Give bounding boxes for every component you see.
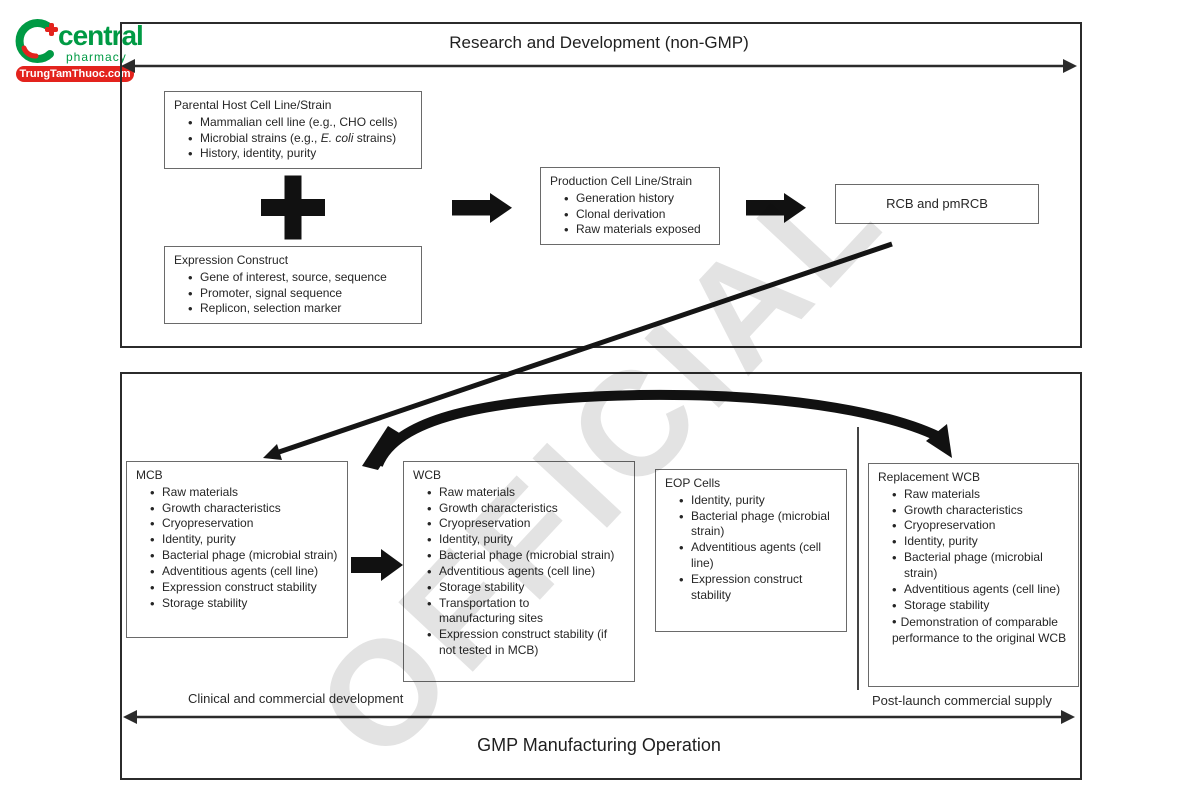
expression-construct-box: Expression Construct Gene of interest, s…: [164, 246, 422, 325]
box-title: Production Cell Line/Strain: [550, 174, 693, 188]
box-title: Parental Host Cell Line/Strain: [174, 98, 332, 112]
bullet-item: Microbial strains (e.g., E. coli strains…: [188, 130, 412, 147]
bullet-item: Identity, purity: [427, 531, 625, 548]
pharmacy-c-icon: [15, 19, 58, 63]
bullet-item: Adventitious agents (cell line): [679, 539, 837, 572]
bullet-item: Growth characteristics: [892, 502, 1069, 519]
bullet-item: Expression construct stability: [150, 579, 338, 596]
bullet-list: Identity, purityBacterial phage (microbi…: [665, 492, 837, 604]
mcb-box: MCB Raw materialsGrowth characteristicsC…: [126, 461, 348, 638]
box-title: Expression Construct: [174, 253, 289, 267]
bullet-item: Generation history: [564, 190, 710, 207]
bullet-item: Growth characteristics: [150, 500, 338, 517]
bullet-item: Cryopreservation: [150, 515, 338, 532]
bullet-item: Gene of interest, source, sequence: [188, 269, 412, 286]
bullet-list: Raw materialsGrowth characteristicsCryop…: [136, 484, 338, 612]
bullet-item: Raw materials: [892, 486, 1069, 503]
central-pharmacy-logo: central pharmacy TrungTamThuoc.com: [10, 14, 180, 90]
rcb-box: RCB and pmRCB: [835, 184, 1039, 224]
bullet-item: History, identity, purity: [188, 145, 412, 162]
bullet-list: Raw materialsGrowth characteristicsCryop…: [413, 484, 625, 659]
bullet-item: Demonstration of comparable performance …: [892, 613, 1069, 647]
bullet-item: Mammalian cell line (e.g., CHO cells): [188, 114, 412, 131]
bullet-item: Bacterial phage (microbial strain): [679, 508, 837, 541]
bullet-list: Raw materialsGrowth characteristicsCryop…: [878, 486, 1069, 647]
brand-subtitle: pharmacy: [66, 50, 127, 64]
bullet-item: Expression construct stability (if not t…: [427, 626, 625, 659]
bullet-item: Adventitious agents (cell line): [892, 581, 1069, 598]
brand-name: central: [58, 20, 144, 51]
bullet-item: Cryopreservation: [892, 517, 1069, 534]
bullet-item: Raw materials: [427, 484, 625, 501]
box-title: WCB: [413, 468, 441, 482]
bullet-item: Adventitious agents (cell line): [427, 563, 625, 580]
bullet-list: Generation historyClonal derivationRaw m…: [550, 190, 710, 239]
bullet-item: Replicon, selection marker: [188, 300, 412, 317]
bullet-item: Transportation to manufacturing sites: [427, 595, 625, 628]
bullet-item: Identity, purity: [150, 531, 338, 548]
bullet-item: Growth characteristics: [427, 500, 625, 517]
bullet-item: Storage stability: [892, 597, 1069, 614]
bullet-item: Bacterial phage (microbial strain): [150, 547, 338, 564]
eop-cells-box: EOP Cells Identity, purityBacterial phag…: [655, 469, 847, 632]
gmp-title: GMP Manufacturing Operation: [477, 735, 721, 755]
box-title: MCB: [136, 468, 163, 482]
wcb-box: WCB Raw materialsGrowth characteristicsC…: [403, 461, 635, 682]
bullet-item: Raw materials: [150, 484, 338, 501]
bullet-item: Storage stability: [150, 595, 338, 612]
replacement-wcb-box: Replacement WCB Raw materialsGrowth char…: [868, 463, 1079, 687]
bullet-list: Gene of interest, source, sequencePromot…: [174, 269, 412, 318]
bullet-item: Clonal derivation: [564, 206, 710, 223]
phase-label-clinical: Clinical and commercial development: [188, 691, 404, 706]
bullet-item: Identity, purity: [892, 533, 1069, 550]
bullet-item: Cryopreservation: [427, 515, 625, 532]
bullet-item: Bacterial phage (microbial strain): [427, 547, 625, 564]
plus-icon: [45, 23, 58, 36]
bullet-item: Raw materials exposed: [564, 221, 710, 238]
box-title: RCB and pmRCB: [886, 196, 988, 212]
parental-host-box: Parental Host Cell Line/Strain Mammalian…: [164, 91, 422, 170]
bullet-item: Adventitious agents (cell line): [150, 563, 338, 580]
bullet-item: Identity, purity: [679, 492, 837, 509]
production-cell-line-box: Production Cell Line/Strain Generation h…: [540, 167, 720, 246]
box-title: Replacement WCB: [878, 470, 981, 484]
bullet-item: Bacterial phage (microbial strain): [892, 549, 1069, 582]
box-title: EOP Cells: [665, 476, 721, 490]
bullet-item: Storage stability: [427, 579, 625, 596]
rnd-title: Research and Development (non-GMP): [449, 33, 749, 52]
brand-domain-badge[interactable]: TrungTamThuoc.com: [16, 66, 134, 82]
bullet-item: Promoter, signal sequence: [188, 285, 412, 302]
bullet-list: Mammalian cell line (e.g., CHO cells)Mic…: [174, 114, 412, 163]
phase-label-postlaunch: Post-launch commercial supply: [872, 693, 1052, 708]
bullet-item: Expression construct stability: [679, 571, 837, 604]
